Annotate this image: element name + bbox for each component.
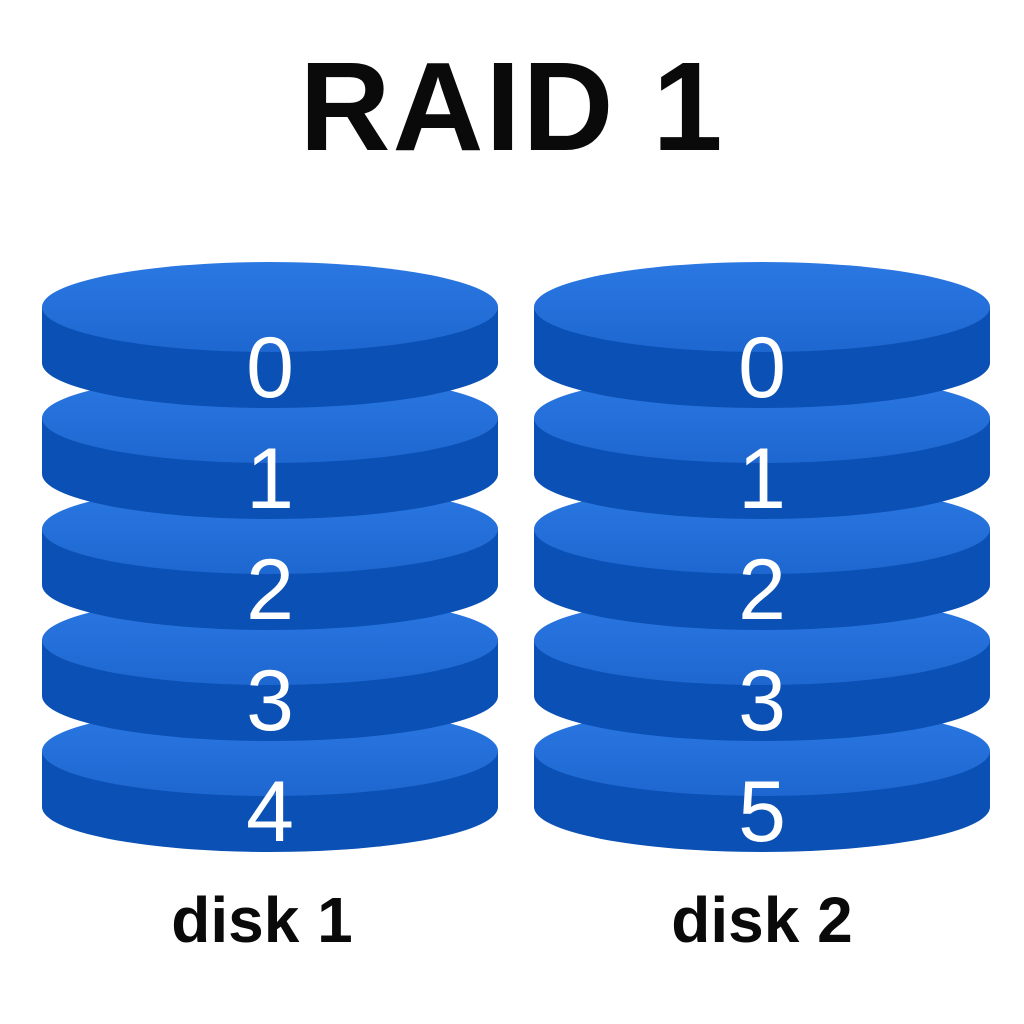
block-number: 0: [738, 320, 786, 416]
block-number: 3: [246, 653, 294, 749]
disk-stack: 5 3 2 1 0: [534, 262, 990, 860]
platter-top: [534, 262, 990, 352]
block-number: 1: [246, 431, 294, 527]
disk-platter: 0: [42, 262, 498, 416]
platter-top: [42, 262, 498, 352]
disk-label: disk 1: [171, 884, 353, 956]
block-number: 5: [738, 764, 786, 860]
diagram-title: RAID 1: [299, 36, 725, 177]
block-number: 0: [246, 320, 294, 416]
disk-platter: 0: [534, 262, 990, 416]
block-number: 1: [738, 431, 786, 527]
block-number: 2: [246, 542, 294, 638]
block-number: 2: [738, 542, 786, 638]
disk-stack: 4 3 2 1 0: [42, 262, 498, 860]
disk-label: disk 2: [671, 884, 853, 956]
block-number: 4: [246, 764, 294, 860]
block-number: 3: [738, 653, 786, 749]
